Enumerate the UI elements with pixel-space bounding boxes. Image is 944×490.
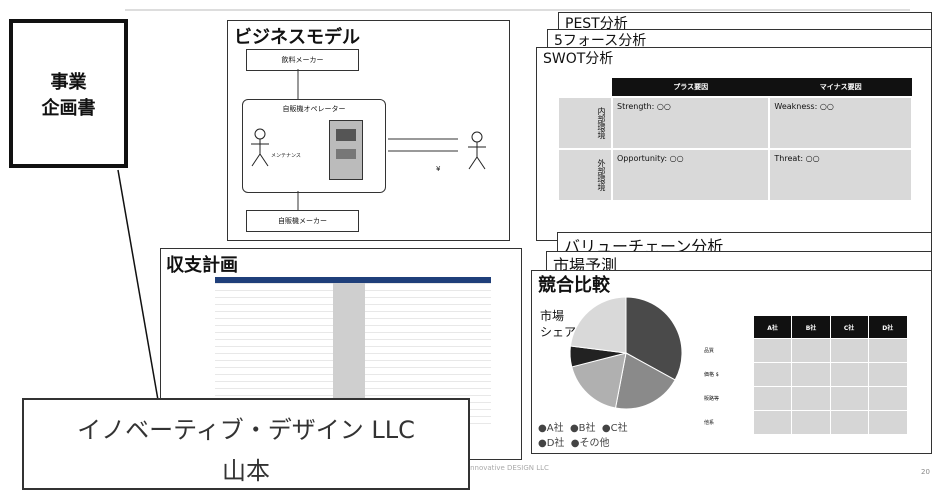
operator-box: 自販機オペレーター メンテナンス xyxy=(242,99,386,193)
legend-other: ●その他 xyxy=(570,438,610,449)
swot-strength: Strength: ○○ xyxy=(610,96,771,150)
legend-b: ●B社 xyxy=(569,423,596,434)
swot-row-internal: 内部環境 xyxy=(557,96,613,150)
five-forces-title: 5フォース分析 xyxy=(554,33,647,49)
pie-legend: ●A社 ●B社 ●C社 ●D社 ●その他 xyxy=(538,419,698,449)
legend-a: ●A社 xyxy=(538,423,564,434)
maintenance-label: メンテナンス xyxy=(271,153,301,159)
competitor-cell xyxy=(829,386,869,411)
footer-company: Innovative DESIGN LLC xyxy=(468,464,549,472)
competitor-cell xyxy=(829,410,869,435)
swot-table: プラス要因 マイナス要因 内部環境 Strength: ○○ Weakness:… xyxy=(557,78,913,202)
business-model-card: ビジネスモデル 飲料メーカー 自販機オペレーター メンテナンス ¥ 自販機メーカ… xyxy=(227,20,510,241)
caption-company: イノベーティブ・デザイン LLC xyxy=(77,416,415,444)
customer-icon xyxy=(468,131,486,170)
competitor-header-0 xyxy=(702,315,754,339)
pest-title: PEST分析 xyxy=(565,16,628,32)
vending-maker-box: 自販機メーカー xyxy=(246,210,359,232)
pie-slice-その他 xyxy=(569,296,627,354)
operator-label: 自販機オペレーター xyxy=(282,105,346,113)
swot-weakness: Weakness: ○○ xyxy=(768,96,913,150)
business-plan-line1: 事業 xyxy=(50,72,87,93)
competitor-cell xyxy=(867,410,908,435)
competitor-row: 価格 $ xyxy=(702,362,908,387)
pie-slice-B社 xyxy=(614,352,676,410)
yen-label: ¥ xyxy=(436,165,441,173)
competitor-row-label: 価格 $ xyxy=(702,362,754,387)
footer-page-number: 20 xyxy=(921,468,930,476)
competitor-title: 競合比較 xyxy=(538,275,610,296)
competitor-cell xyxy=(752,386,793,411)
competitor-header-4: D社 xyxy=(867,315,908,339)
competitor-row: 品質 xyxy=(702,338,908,363)
competitor-header-3: C社 xyxy=(829,315,869,339)
competitor-row: 他系 xyxy=(702,410,908,435)
business-model-title: ビジネスモデル xyxy=(234,27,360,48)
market-share-pie xyxy=(569,296,683,410)
competitor-cell xyxy=(829,362,869,387)
competitor-header-1: A社 xyxy=(752,315,793,339)
swot-col-plus: プラス要因 xyxy=(612,78,770,97)
caption-box: イノベーティブ・デザイン LLC 山本 xyxy=(22,398,470,490)
business-plan-box: 事業 企画書 xyxy=(9,19,128,168)
caption-name: 山本 xyxy=(222,457,270,485)
competitor-row-label: 品質 xyxy=(702,338,754,363)
swot-threat: Threat: ○○ xyxy=(768,148,913,202)
swot-col-minus: マイナス要因 xyxy=(769,78,912,97)
pie-slice-A社 xyxy=(625,296,683,381)
competitor-cell xyxy=(752,410,793,435)
competitor-cell xyxy=(829,338,869,363)
competitor-cell xyxy=(752,338,793,363)
share-label-1: 市場 xyxy=(540,309,565,323)
competitor-cell xyxy=(791,338,831,363)
income-plan-title: 収支計画 xyxy=(166,255,238,276)
competitor-cell xyxy=(791,386,831,411)
staff-icon xyxy=(251,128,269,167)
competitor-row-label: 他系 xyxy=(702,410,754,435)
swot-row-external: 外部環境 xyxy=(557,148,613,202)
pie-slice-C社 xyxy=(571,352,627,409)
swot-opportunity: Opportunity: ○○ xyxy=(610,148,771,202)
competitor-cell xyxy=(752,362,793,387)
competitor-row: 販路等 xyxy=(702,386,908,411)
competitor-cell xyxy=(867,386,908,411)
legend-c: ●C社 xyxy=(601,423,628,434)
share-label-2: シェア xyxy=(540,325,577,339)
competitor-header-2: B社 xyxy=(791,315,831,339)
competitor-cell xyxy=(867,338,908,363)
swot-slide: SWOT分析 プラス要因 マイナス要因 内部環境 Strength: ○○ We… xyxy=(536,47,932,241)
competitor-cell xyxy=(791,362,831,387)
competitor-cell xyxy=(867,362,908,387)
swot-corner xyxy=(558,78,612,97)
business-plan-line2: 企画書 xyxy=(41,98,96,119)
competitor-row-label: 販路等 xyxy=(702,386,754,411)
beverage-maker-box: 飲料メーカー xyxy=(246,49,359,71)
swot-title: SWOT分析 xyxy=(543,51,614,67)
legend-d: ●D社 xyxy=(538,438,565,449)
competitor-cell xyxy=(791,410,831,435)
vending-machine-icon xyxy=(329,120,363,180)
flow-arrows xyxy=(297,69,458,210)
